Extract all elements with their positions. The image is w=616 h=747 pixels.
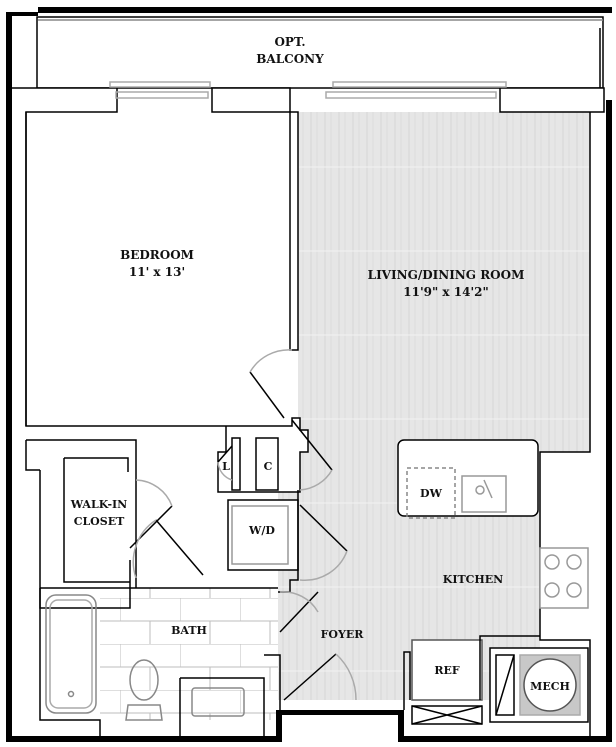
kitchen-sink <box>461 475 507 513</box>
doors <box>129 349 357 701</box>
bedroom-name: BEDROOM <box>120 248 194 262</box>
living-name: LIVING/DINING ROOM <box>367 268 525 282</box>
coat-closet-label: C <box>263 460 273 473</box>
bedroom-size: 11' x 13' <box>128 265 186 279</box>
bath-label: BATH <box>171 624 207 637</box>
closet-label-line1: WALK-IN <box>70 498 128 511</box>
mech-label: MECH <box>530 680 570 693</box>
water-heater <box>523 658 577 712</box>
walk-in-closet-label: WALK-IN CLOSET <box>71 496 127 530</box>
dishwasher-label: DW <box>420 487 442 500</box>
closet-label-line2: CLOSET <box>73 515 125 528</box>
kitchen-island <box>397 439 539 517</box>
washer-dryer-label: W/D <box>249 524 275 537</box>
refrigerator-label: REF <box>434 664 460 677</box>
wall-segment <box>289 111 299 351</box>
balcony-label-line2: BALCONY <box>256 52 324 66</box>
exterior-walls <box>6 7 612 742</box>
washer-dryer-closet <box>227 499 299 571</box>
bath-floor <box>100 588 278 720</box>
balcony-label-line1: OPT. <box>274 35 306 49</box>
windows <box>109 81 507 99</box>
linen-closet-label: L <box>222 460 230 473</box>
toilet <box>129 659 159 701</box>
living-floor <box>298 112 590 452</box>
bathtub <box>45 594 97 714</box>
bath-walls <box>39 587 281 740</box>
foyer-label: FOYER <box>320 628 364 641</box>
dishwasher <box>406 467 456 519</box>
walk-in-closet-walls <box>25 439 137 609</box>
balcony-outline <box>36 16 604 89</box>
kitchen-label: KITCHEN <box>442 573 504 586</box>
wall-segment <box>499 87 605 113</box>
wall-segment <box>211 87 291 113</box>
wall-segment <box>12 87 118 426</box>
bedroom-label: BEDROOM 11' x 13' <box>120 247 194 281</box>
wall-segment <box>539 112 591 740</box>
bath-sink <box>191 687 245 717</box>
refrigerator <box>411 639 483 701</box>
living-size: 11'9" x 14'2" <box>403 285 489 299</box>
living-label: LIVING/DINING ROOM 11'9" x 14'2" <box>368 267 525 301</box>
balcony-label: OPT. BALCONY <box>256 34 323 68</box>
